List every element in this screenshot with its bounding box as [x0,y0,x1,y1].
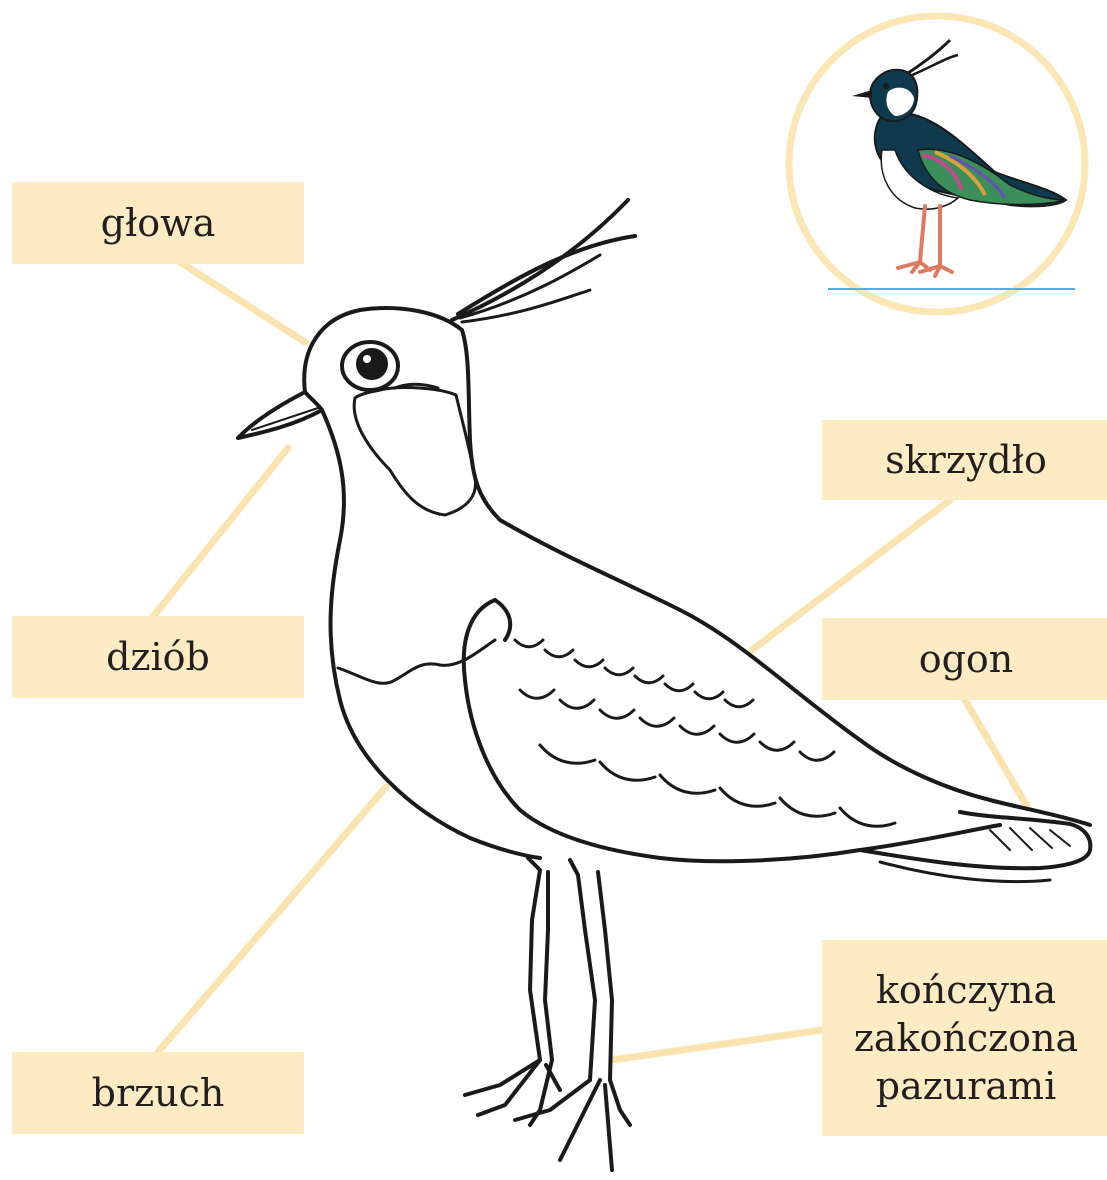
label-belly: brzuch [12,1052,304,1134]
label-leg-line-3: pazurami [876,1062,1056,1110]
label-wing: skrzydło [822,420,1107,500]
bird-legs [465,858,630,1170]
leader-line-leg [612,1030,822,1060]
label-leg: kończyna zakończona pazurami [822,940,1107,1136]
leader-line-head [180,262,305,342]
label-beak: dziób [12,616,304,698]
leader-line-tail [965,700,1028,808]
color-inset [789,16,1085,312]
label-wing-text: skrzydło [885,436,1047,484]
label-tail: ogon [822,618,1107,700]
label-beak-text: dziób [106,633,210,681]
label-tail-text: ogon [919,635,1014,683]
label-head-text: głowa [101,199,216,247]
bird-eye [358,350,386,378]
label-leg-line-2: zakończona [854,1014,1078,1062]
label-belly-text: brzuch [92,1069,225,1117]
label-leg-line-1: kończyna [876,966,1056,1014]
label-head: głowa [12,182,304,264]
leader-line-belly [158,787,386,1052]
leader-line-beak [152,448,288,618]
bird-beak [238,392,322,438]
bird-tail [860,812,1090,868]
